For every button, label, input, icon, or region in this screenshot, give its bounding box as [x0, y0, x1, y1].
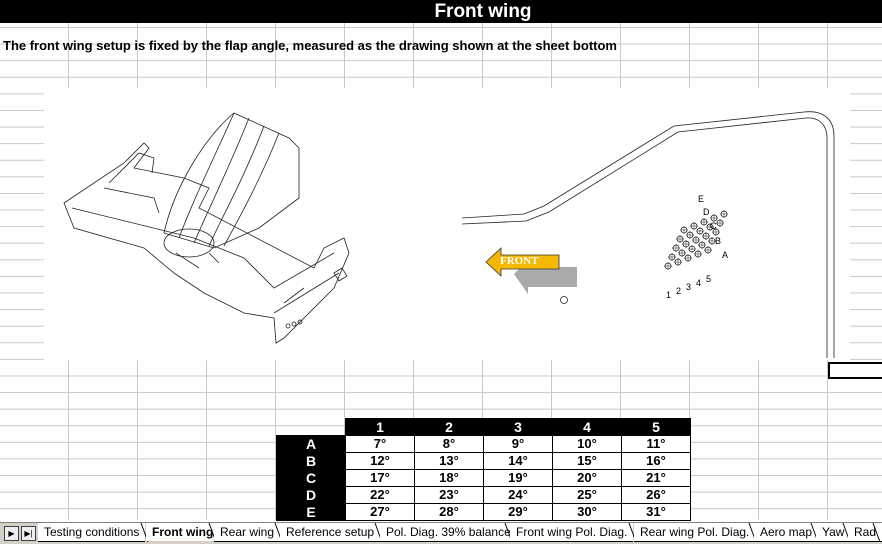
sheet-description: The front wing setup is fixed by the fla… [3, 38, 617, 53]
angle-cell[interactable]: 7° [345, 435, 415, 453]
hole-col-label: 1 [666, 290, 672, 300]
row-header: E [276, 503, 346, 521]
front-arrow [485, 247, 577, 294]
angle-cell[interactable]: 19° [483, 469, 553, 487]
flap-hole [686, 231, 694, 239]
angle-cell[interactable]: 18° [414, 469, 484, 487]
flap-hole [674, 258, 682, 266]
sheet-tab[interactable]: Yaw [816, 523, 851, 542]
hole-row-label: A [722, 250, 729, 260]
flap-hole [704, 246, 712, 254]
row-header: C [276, 469, 346, 487]
angle-cell[interactable]: 27° [345, 503, 415, 521]
hole-col-label: 4 [696, 278, 702, 288]
angle-cell[interactable]: 16° [621, 452, 691, 470]
angle-cell[interactable]: 13° [414, 452, 484, 470]
flap-angle-diagram-image [461, 111, 835, 358]
sheet-tab[interactable]: Aero map [754, 523, 819, 542]
angle-cell[interactable]: 15° [552, 452, 622, 470]
front-wing-isometric-image [63, 112, 350, 344]
scroll-tabs-next-icon[interactable]: ▶ [4, 526, 19, 541]
sheet-tab[interactable]: Rear wing Pol. Diag. [634, 523, 756, 542]
table-corner [276, 418, 346, 436]
flap-hole [700, 218, 708, 226]
front-arrow-label: FRONT [500, 255, 539, 267]
flap-hole [706, 223, 714, 231]
flap-hole [690, 222, 698, 230]
flap-hole [696, 227, 704, 235]
angle-cell[interactable]: 25° [552, 486, 622, 504]
flap-hole [708, 237, 716, 245]
sheet-tab[interactable]: Front wing Pol. Diag. [510, 523, 634, 542]
angle-cell[interactable]: 11° [621, 435, 691, 453]
flap-holes [664, 210, 728, 270]
flap-hole [694, 250, 702, 258]
flap-hole [682, 240, 690, 248]
angle-cell[interactable]: 8° [414, 435, 484, 453]
sheet-tab[interactable]: Pol. Diag. 39% balance [380, 523, 517, 542]
flap-hole [676, 235, 684, 243]
column-header: 2 [414, 418, 484, 436]
flap-hole [702, 232, 710, 240]
angle-cell[interactable]: 21° [621, 469, 691, 487]
angle-cell[interactable]: 17° [345, 469, 415, 487]
hole-col-label: 5 [706, 274, 712, 284]
flap-hole [692, 236, 700, 244]
flap-hole [678, 249, 686, 257]
angle-cell[interactable]: 20° [552, 469, 622, 487]
sheet-tab[interactable]: Testing conditions [38, 523, 146, 542]
column-header: 5 [621, 418, 691, 436]
flap-hole [720, 210, 728, 218]
angle-cell[interactable]: 9° [483, 435, 553, 453]
angle-cell[interactable]: 30° [552, 503, 622, 521]
angle-cell[interactable]: 24° [483, 486, 553, 504]
angle-cell[interactable]: 28° [414, 503, 484, 521]
hole-col-label: 2 [676, 286, 682, 296]
column-header: 4 [552, 418, 622, 436]
flap-hole [712, 228, 720, 236]
angle-cell[interactable]: 23° [414, 486, 484, 504]
row-header: A [276, 435, 346, 453]
angle-cell[interactable]: 14° [483, 452, 553, 470]
flap-hole [680, 226, 688, 234]
column-header: 3 [483, 418, 553, 436]
sheet-tab[interactable]: Rear wing [214, 523, 281, 542]
column-header: 1 [345, 418, 415, 436]
hole-row-label: C [710, 221, 717, 231]
flap-hole [664, 262, 672, 270]
sheet-tab[interactable]: Reference setup [280, 523, 381, 542]
flap-hole [672, 244, 680, 252]
hole-col-label: 3 [686, 282, 692, 292]
sheet-title: Front wing [0, 0, 882, 23]
row-header: B [276, 452, 346, 470]
angle-cell[interactable]: 31° [621, 503, 691, 521]
hole-row-label: B [715, 236, 722, 246]
selected-cell[interactable] [828, 362, 882, 379]
flap-hole [684, 254, 692, 262]
angle-cell[interactable]: 26° [621, 486, 691, 504]
angle-cell[interactable]: 12° [345, 452, 415, 470]
angle-cell[interactable]: 29° [483, 503, 553, 521]
row-header: D [276, 486, 346, 504]
flap-hole [710, 214, 718, 222]
flap-hole [716, 219, 724, 227]
sheet-tab[interactable]: Front wing [146, 523, 220, 541]
flap-hole [688, 245, 696, 253]
angle-cell[interactable]: 22° [345, 486, 415, 504]
scroll-tabs-last-icon[interactable]: ▶| [21, 526, 36, 541]
hole-row-label: D [703, 207, 710, 217]
hole-row-label: E [698, 194, 705, 204]
angle-cell[interactable]: 10° [552, 435, 622, 453]
flap-hole [668, 253, 676, 261]
flap-hole [698, 241, 706, 249]
